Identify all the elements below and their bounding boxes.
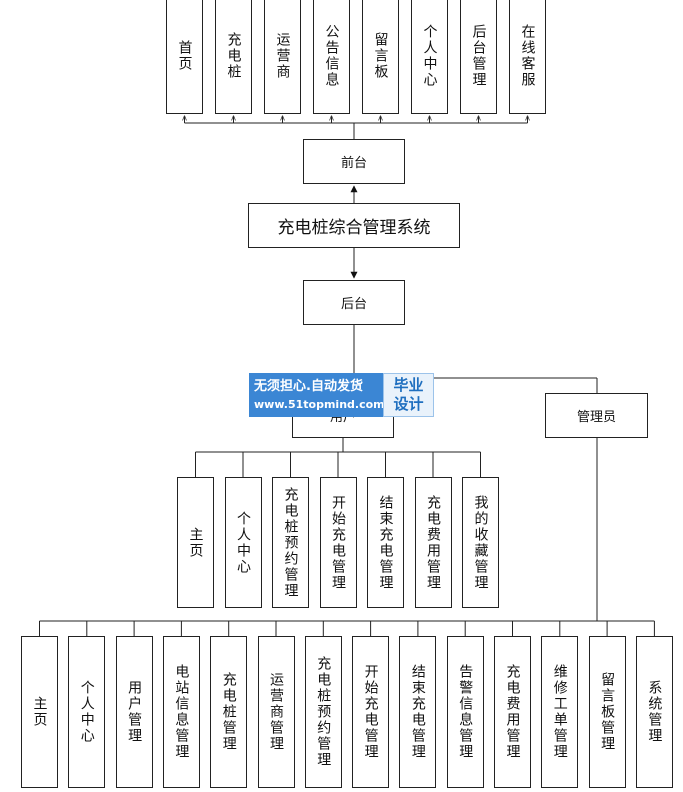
user-child-label: 主页: [187, 526, 204, 559]
frontend-child-box: 在线客服: [509, 0, 546, 114]
admin-child-box: 用户管理: [115, 636, 153, 788]
backend-label: 后台: [340, 297, 367, 312]
admin-child-label: 留言板管理: [599, 672, 616, 752]
frontend-child-box: 运营商: [264, 0, 301, 114]
admin-child-label: 主页: [31, 696, 48, 728]
frontend-label: 前台: [340, 156, 367, 171]
user-child-label: 个人中心: [235, 510, 251, 575]
admin-role-label: 管理员: [576, 410, 616, 425]
admin-child-label: 电站信息管理: [173, 664, 190, 760]
watermark-line1: 无须担心.自动发货: [254, 378, 363, 394]
frontend-box: 前台: [303, 139, 405, 184]
user-child-box: 主页: [177, 477, 214, 608]
frontend-child-box: 首页: [166, 0, 203, 114]
admin-child-label: 开始充电管理: [362, 664, 379, 760]
admin-child-label: 维修工单管理: [551, 664, 568, 760]
frontend-child-label: 后台管理: [470, 24, 487, 88]
admin-child-label: 告警信息管理: [457, 664, 474, 760]
frontend-child-box: 留言板: [362, 0, 399, 114]
watermark-badge-line2: 设计: [393, 395, 424, 413]
admin-child-box: 维修工单管理: [541, 636, 579, 788]
user-child-box: 开始充电管理: [319, 477, 357, 608]
user-child-box: 个人中心: [224, 477, 262, 608]
admin-child-box: 运营商管理: [257, 636, 295, 788]
admin-child-box: 充电桩管理: [210, 636, 248, 788]
frontend-child-box: 个人中心: [411, 0, 448, 114]
admin-child-box: 电站信息管理: [162, 636, 200, 788]
watermark-text: 无须担心.自动发货 www.51topmind.com: [249, 373, 385, 417]
user-child-label: 充电费用管理: [425, 494, 441, 591]
user-child-box: 充电桩预约管理: [272, 477, 309, 608]
frontend-child-label: 充电桩: [225, 32, 242, 80]
watermark-badge-line1: 毕业: [393, 376, 424, 394]
user-child-label: 结束充电管理: [377, 494, 394, 591]
watermark: 无须担心.自动发货 www.51topmind.com 毕业 设计: [249, 373, 434, 417]
frontend-child-box: 充电桩: [215, 0, 252, 114]
user-child-label: 我的收藏管理: [472, 494, 489, 591]
user-child-box: 结束充电管理: [367, 477, 404, 608]
admin-child-label: 用户管理: [126, 680, 143, 744]
admin-child-box: 主页: [21, 636, 58, 788]
admin-child-label: 充电费用管理: [504, 664, 521, 760]
frontend-child-box: 后台管理: [460, 0, 497, 114]
admin-child-label: 个人中心: [78, 680, 95, 744]
admin-child-label: 运营商管理: [268, 672, 284, 752]
frontend-child-label: 运营商: [274, 32, 291, 80]
frontend-child-label: 留言板: [372, 32, 389, 80]
frontend-child-label: 公告信息: [323, 24, 340, 88]
frontend-child-label: 首页: [176, 40, 193, 72]
admin-child-box: 告警信息管理: [446, 636, 484, 788]
admin-child-box: 充电费用管理: [494, 636, 531, 788]
system-title-box: 充电桩综合管理系统: [248, 203, 460, 248]
admin-child-box: 个人中心: [68, 636, 106, 788]
user-child-box: 充电费用管理: [414, 477, 452, 608]
watermark-url: www.51topmind.com: [254, 397, 385, 411]
admin-child-label: 系统管理: [646, 680, 663, 744]
admin-child-box: 结束充电管理: [399, 636, 437, 788]
frontend-child-label: 在线客服: [519, 24, 536, 88]
user-child-label: 开始充电管理: [330, 494, 346, 591]
user-child-label: 充电桩预约管理: [282, 486, 299, 599]
admin-child-label: 充电桩管理: [220, 672, 237, 752]
frontend-child-box: 公告信息: [313, 0, 350, 114]
admin-child-label: 结束充电管理: [409, 664, 426, 760]
admin-child-label: 充电桩预约管理: [315, 656, 332, 768]
system-title: 充电桩综合管理系统: [277, 218, 431, 238]
watermark-badge: 毕业 设计: [383, 373, 434, 417]
admin-child-box: 系统管理: [635, 636, 673, 788]
admin-role-box: 管理员: [545, 393, 648, 438]
admin-child-box: 开始充电管理: [352, 636, 390, 788]
admin-child-box: 充电桩预约管理: [304, 636, 342, 788]
user-child-box: 我的收藏管理: [462, 477, 499, 608]
frontend-child-label: 个人中心: [421, 24, 438, 88]
admin-child-box: 留言板管理: [588, 636, 626, 788]
backend-box: 后台: [303, 280, 405, 325]
